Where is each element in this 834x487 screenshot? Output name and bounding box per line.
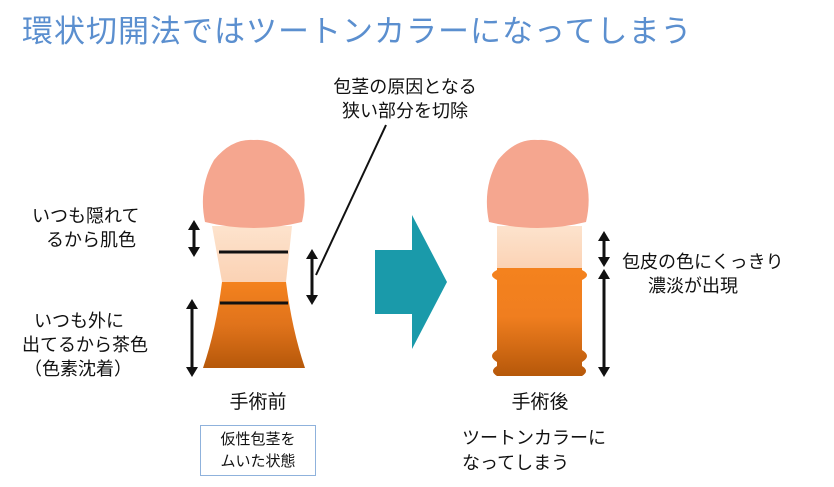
before-state-box: 仮性包茎を ムいた状態 [200,425,316,476]
before-head [202,139,305,228]
cut-note-line2: 狭い部分を切除 [342,101,468,122]
after-illustration [486,139,589,376]
before-box-line1: 仮性包茎を [220,430,296,448]
after-head [486,139,589,228]
before-shaft [203,282,305,368]
after-contrast-label: 包皮の色にくっきり 濃淡が出現 [622,251,784,299]
after-brown-arrow [598,269,610,377]
exposed-zone-arrow [186,299,198,377]
before-skin-band [212,226,292,282]
after-contrast-line2: 濃淡が出現 [648,276,738,297]
exposed-skin-label-line1: いつも外に [34,311,124,332]
hidden-skin-label-line2: るから肌色 [46,230,136,251]
cut-note-line1: 包茎の原因となる [333,77,477,98]
before-label: 手術前 [229,391,287,413]
after-shaft [492,268,587,376]
cut-note: 包茎の原因となる 狭い部分を切除 [305,76,505,124]
after-label: 手術後 [511,391,569,413]
hidden-zone-arrow [188,220,200,257]
before-illustration [202,139,305,368]
after-note-line1: ツートンカラーに [462,428,606,449]
exposed-skin-label-line2: 出てるから茶色 [22,335,148,356]
after-contrast-line1: 包皮の色にくっきり [622,252,784,273]
before-box-line2: ムいた状態 [220,452,296,470]
slide-title: 環状切開法ではツートンカラーになってしまう [22,14,693,50]
transition-arrow-icon [375,215,447,349]
note-pointer-line [315,124,387,276]
exposed-skin-label: いつも外に 出てるから茶色 （色素沈着） [22,310,148,382]
after-note: ツートンカラーに なってしまう [462,426,606,476]
after-skin-band [497,226,582,270]
excised-zone-arrow [306,249,318,305]
hidden-skin-label-line1: いつも隠れて [32,206,140,227]
after-skin-arrow [598,231,610,267]
exposed-skin-label-line3: （色素沈着） [24,359,132,380]
after-note-line2: なってしまう [462,453,570,474]
hidden-skin-label: いつも隠れて るから肌色 [32,205,139,253]
